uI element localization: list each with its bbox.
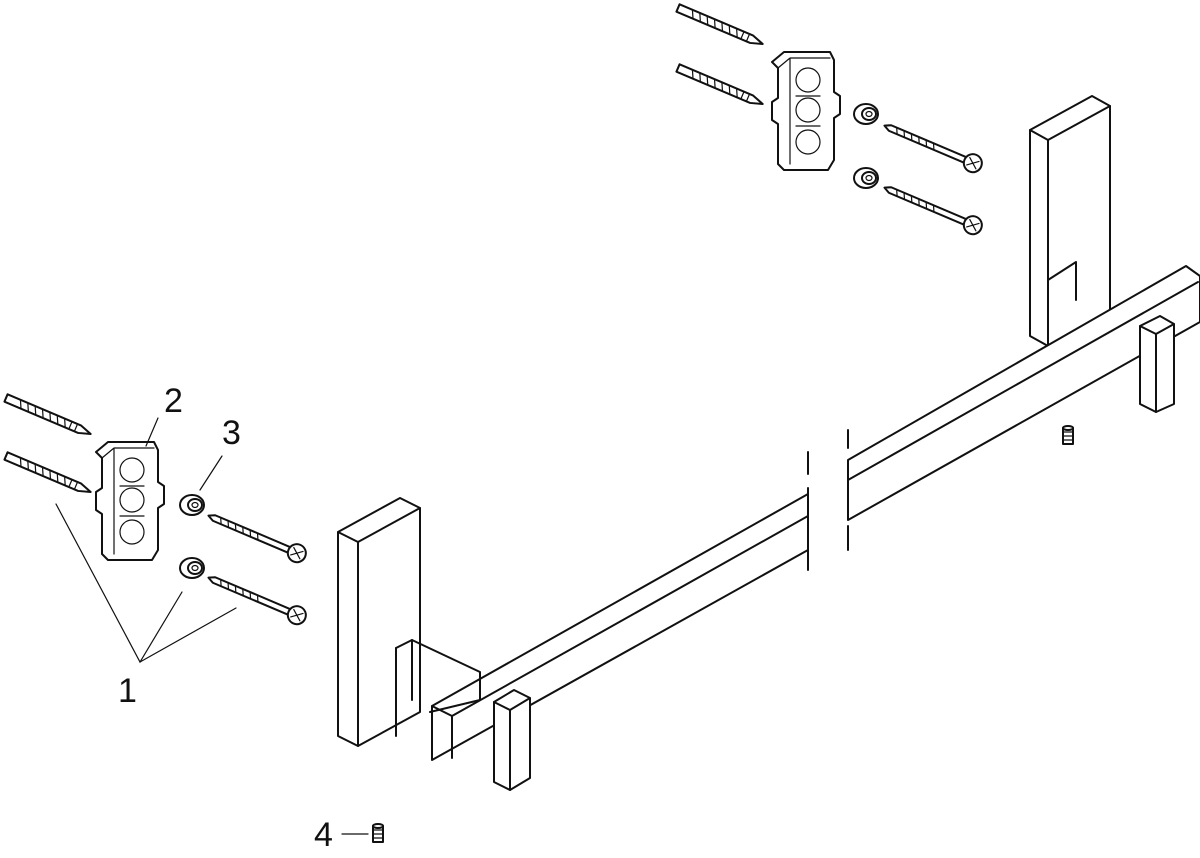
left-wall-bracket [337, 497, 481, 747]
callout-2: 2 [164, 382, 183, 420]
washer-upper-top [853, 103, 879, 125]
grub-screw-right [1062, 425, 1074, 445]
callout-3: 3 [222, 414, 241, 452]
washer-left-top [179, 494, 205, 516]
mounting-plate-left [95, 441, 165, 561]
leader-lines [55, 417, 369, 835]
right-wall-bracket [1029, 95, 1111, 347]
mounting-plate-upper [771, 51, 841, 171]
wall-plug-left-top [3, 393, 94, 439]
wall-plug-left-bottom [3, 451, 94, 497]
washer-left-bottom [179, 557, 205, 579]
callout-4: 4 [314, 816, 333, 853]
screw-left-top [203, 506, 310, 566]
screw-upper-top [879, 116, 986, 176]
end-cap-left [493, 689, 531, 791]
screw-left-bottom [203, 568, 310, 628]
screw-upper-bottom [879, 178, 986, 238]
washer-upper-bottom [853, 167, 879, 189]
wall-plug-upper-top [675, 3, 766, 49]
towel-bar [431, 265, 1200, 761]
callout-1: 1 [118, 672, 137, 710]
wall-plug-upper-bottom [675, 63, 766, 109]
grub-screw-callout [372, 823, 384, 843]
end-cap-right [1139, 315, 1175, 413]
